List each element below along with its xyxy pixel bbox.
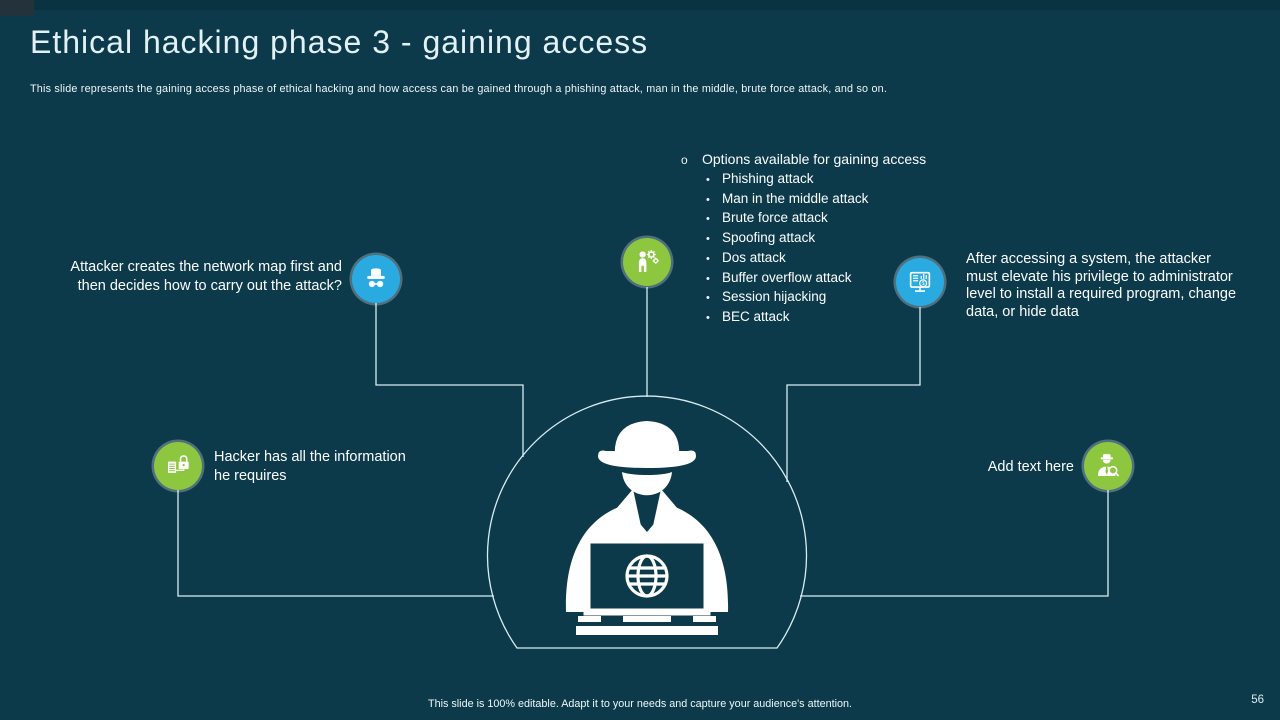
privilege-text: After accessing a system, the attacker m… [966, 251, 1237, 320]
bullet-icon: • [706, 213, 710, 226]
add-text-placeholder: Add text here [987, 459, 1074, 475]
list-item: • Man in the middle attack [681, 190, 981, 210]
footer-note: This slide is 100% editable. Adapt it to… [427, 698, 852, 710]
person-gears-icon [638, 250, 659, 272]
spy-hat-glasses-icon [367, 268, 385, 288]
bullet-icon: • [706, 272, 710, 285]
list-item-label: BEC attack [722, 308, 790, 324]
privilege-badge: $ [896, 258, 944, 306]
network-map-badge [352, 255, 400, 303]
network-map-text: Attacker creates the network map first a… [70, 259, 342, 294]
bullet-icon: • [706, 292, 710, 305]
corner-chrome [0, 0, 34, 16]
add-text-badge [1084, 442, 1132, 490]
bullet-icon: • [706, 174, 710, 186]
options-heading-row: o Options available for gaining access [681, 150, 981, 169]
list-item: • BEC attack [681, 308, 981, 328]
list-item: • Spoofing attack [681, 229, 981, 249]
options-list-block: o Options available for gaining access •… [681, 150, 981, 328]
list-item-label: Brute force attack [722, 210, 828, 226]
hacker-laptop-icon [565, 421, 729, 635]
bullet-icon: • [706, 252, 710, 265]
options-items: • Phishing attack • Man in the middle atta… [681, 170, 981, 328]
list-item-label: Dos attack [722, 249, 786, 265]
information-badge [154, 442, 202, 490]
list-item: • Dos attack [681, 249, 981, 269]
list-item-label: Buffer overflow attack [722, 269, 852, 285]
list-item-label: Spoofing attack [722, 230, 816, 246]
list-item: • Phishing attack [681, 170, 981, 190]
list-item-label: Phishing attack [722, 171, 814, 186]
circle-bullet-icon: o [681, 153, 688, 167]
document-lock-icon [168, 455, 189, 473]
options-badge [623, 238, 671, 286]
center-circle-outline [486, 395, 808, 649]
bullet-icon: • [706, 311, 710, 324]
information-text: Hacker has all the information he requir… [214, 449, 406, 484]
bullet-icon: • [706, 233, 710, 246]
list-item: • Buffer overflow attack [681, 269, 981, 289]
list-item-label: Session hijacking [722, 289, 827, 305]
connector-lines [177, 287, 1109, 597]
slide-description: This slide represents the gaining access… [30, 83, 888, 95]
options-heading: Options available for gaining access [702, 151, 927, 167]
monitor-finance-icon: $ [909, 271, 931, 292]
svg-text:$: $ [922, 281, 925, 287]
page-title: Ethical hacking phase 3 - gaining access [30, 24, 649, 60]
list-item: • Session hijacking [681, 288, 981, 308]
list-item: • Brute force attack [681, 209, 981, 229]
list-item-label: Man in the middle attack [722, 190, 869, 206]
page-number: 56 [1251, 694, 1264, 706]
top-edge-strip [34, 0, 1280, 10]
detective-search-icon [1098, 454, 1120, 477]
bullet-icon: • [706, 193, 710, 206]
